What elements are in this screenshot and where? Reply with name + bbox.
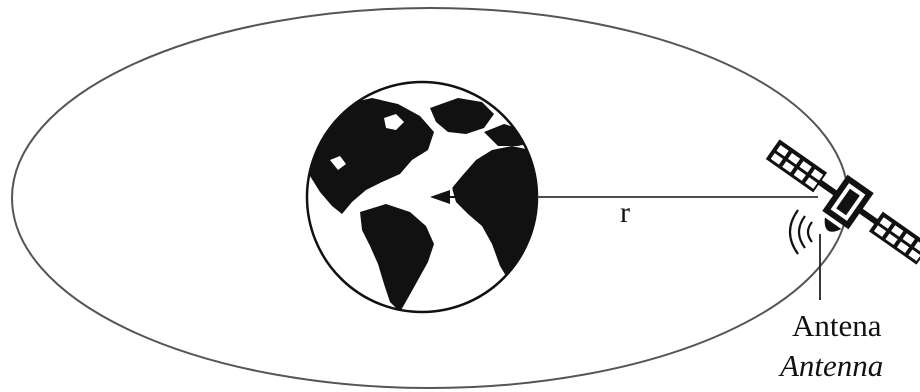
signal-waves-icon: [790, 210, 812, 254]
radius-label: r: [620, 196, 630, 229]
antenna-label-translation: Antenna: [778, 348, 883, 383]
antenna-label: Antena: [792, 308, 882, 343]
earth-icon: [300, 82, 542, 312]
